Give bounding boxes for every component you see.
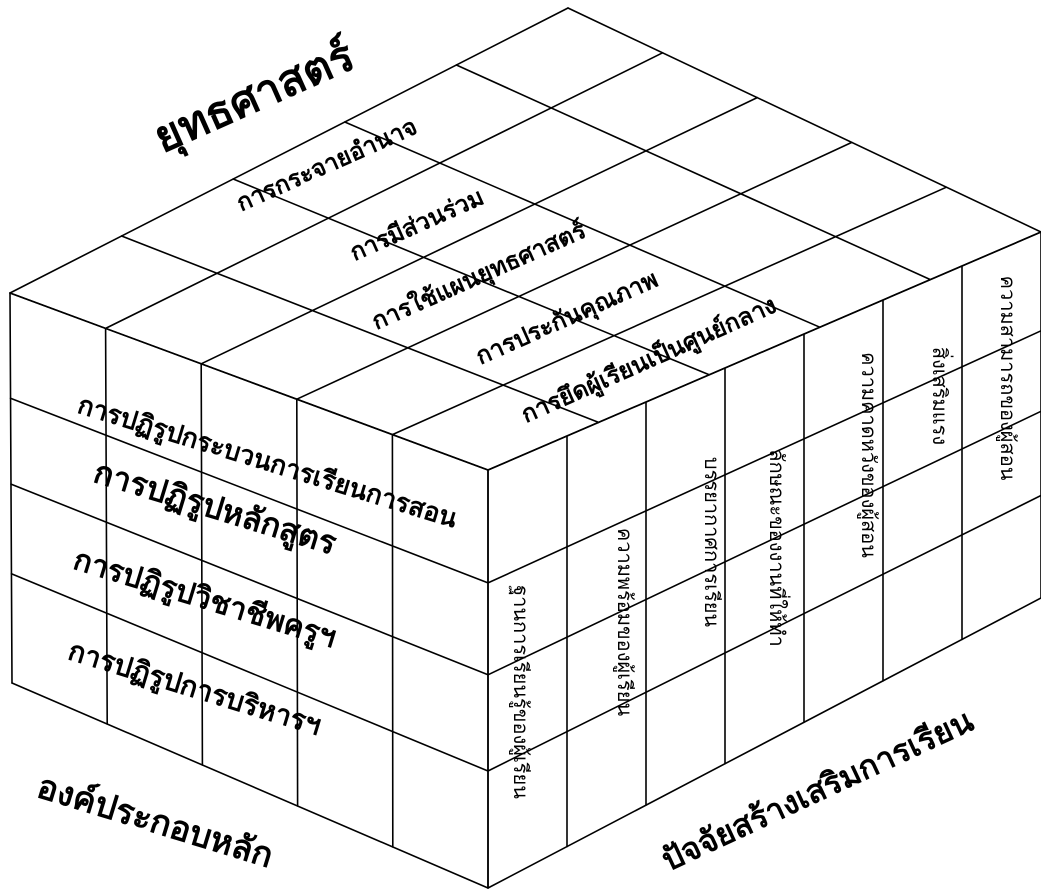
left-face-row-line xyxy=(10,483,489,676)
right-face-row-line xyxy=(487,494,1041,772)
top-face-column-line xyxy=(9,7,569,294)
factor-label-7: ความสามารถของผู้สอน xyxy=(995,276,1020,481)
right-face-row-line xyxy=(487,329,1041,584)
left-face-column-line xyxy=(9,292,13,684)
top-face-row-line xyxy=(455,64,932,281)
top-face-column-line xyxy=(200,96,759,365)
factor-label-5: ความคาดหวังของผู้สอน xyxy=(856,352,881,558)
top-face-column-line xyxy=(295,141,853,401)
top-face-row-line xyxy=(120,235,600,424)
cube-grid-lines xyxy=(9,7,1041,889)
factor-label-3: บรรยากาศการเรียน xyxy=(700,457,724,628)
left-face-column-line xyxy=(104,327,108,725)
factor-label-4: ลักษณะของงานที่ให้ทำ xyxy=(765,449,791,647)
right-face-heading: ปัจจัยสร้างเสริมการเรียน xyxy=(656,701,979,879)
top-face-row-line xyxy=(567,7,1041,233)
factor-label-2: ความพร้อมของผู้เรียน xyxy=(612,528,637,717)
left-face-heading: องค์ประกอบหลัก xyxy=(33,767,278,877)
left-face-column-line xyxy=(295,398,299,807)
left-face-row-line xyxy=(9,397,489,584)
top-face-column-line xyxy=(104,51,664,330)
factor-label-1: ฐานการเรียนรู้ของผู้เรียน xyxy=(508,585,533,799)
right-face-row-line xyxy=(487,410,1041,676)
top-face-row-line xyxy=(232,178,711,376)
left-face-row-line xyxy=(9,292,489,471)
factor-label-6: สิ่งเสริมแรง xyxy=(928,347,954,445)
top-face-heading: ยุทธศาสตร์ xyxy=(146,30,363,165)
left-face-row-line xyxy=(10,572,489,772)
right-face-row-line xyxy=(487,231,1041,471)
top-face-row-line xyxy=(343,121,821,329)
top-face-column-line xyxy=(391,186,948,436)
right-face-row-line xyxy=(487,597,1041,889)
left-face-row-line xyxy=(11,682,489,889)
left-face-column-line xyxy=(200,362,204,766)
